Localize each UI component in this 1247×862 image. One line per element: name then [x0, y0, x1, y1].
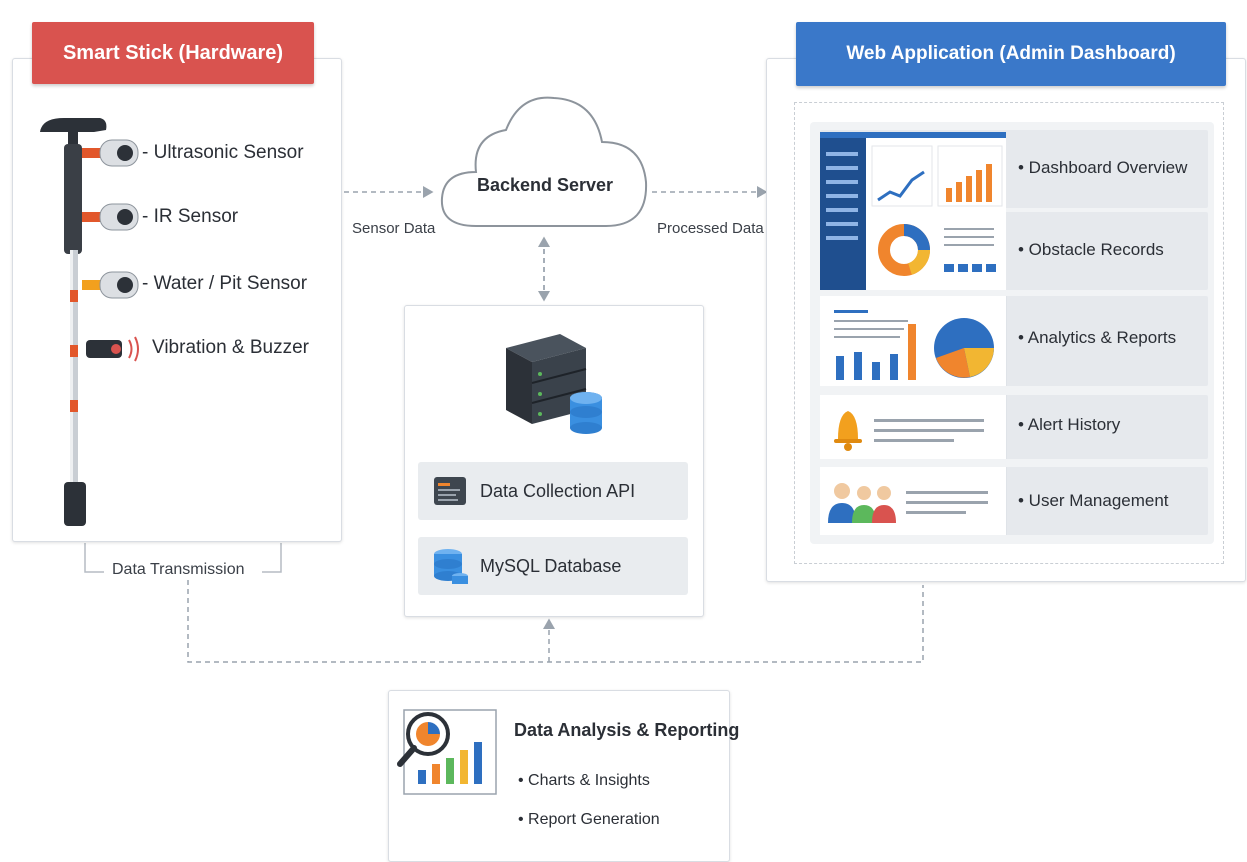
smart-stick-illustration	[40, 118, 139, 526]
api-terminal-icon	[434, 477, 466, 505]
web-app-dashed-frame	[794, 102, 1224, 564]
alert-bell-thumbnail	[834, 411, 984, 451]
users-icon	[828, 483, 896, 523]
data-collection-api-row: Data Collection API	[418, 462, 688, 520]
analytics-reports-label: • Analytics & Reports	[1018, 328, 1177, 347]
analysis-report-icon	[397, 709, 497, 795]
data-collection-api-label: Data Collection API	[480, 480, 636, 501]
sensor-label-vibration-buzzer: Vibration & Buzzer	[152, 337, 310, 358]
bottom-loop-line	[187, 580, 924, 663]
users-thumbnail	[828, 483, 988, 523]
dashboard-overview-thumbnail	[820, 132, 1006, 290]
server-rack-icon	[506, 334, 602, 434]
cloud-icon	[440, 96, 648, 227]
water-pit-sensor-icon	[82, 271, 139, 299]
bell-icon	[834, 411, 862, 451]
sensor-label-ultrasonic: - Ultrasonic Sensor	[142, 142, 304, 163]
mysql-database-icon	[434, 549, 468, 584]
hardware-panel	[12, 58, 342, 542]
sensor-data-label: Sensor Data	[352, 220, 436, 237]
pie-chart-icon	[934, 318, 994, 378]
database-icon	[570, 392, 602, 434]
sensor-label-ir: - IR Sensor	[142, 206, 239, 227]
hardware-title: Smart Stick (Hardware)	[32, 22, 314, 84]
mysql-database-row: MySQL Database	[418, 537, 688, 595]
data-transmission-label: Data Transmission	[112, 561, 245, 578]
backend-server-title: Backend Server	[476, 175, 614, 195]
analysis-bullet-report: • Report Generation	[518, 811, 660, 828]
magnifier-icon	[397, 712, 450, 767]
web-app-title: Web Application (Admin Dashboard)	[796, 22, 1226, 86]
ultrasonic-sensor-icon	[82, 139, 139, 167]
user-management-label: • User Management	[1018, 491, 1169, 510]
vibration-buzzer-icon	[86, 336, 139, 362]
analytics-thumbnail	[834, 310, 994, 380]
sensor-label-water-pit: - Water / Pit Sensor	[142, 273, 308, 294]
mysql-database-label: MySQL Database	[480, 555, 622, 576]
dashboard-overview-label: • Dashboard Overview	[1018, 158, 1188, 177]
ir-sensor-icon	[82, 203, 139, 231]
alert-history-label: • Alert History	[1018, 415, 1121, 434]
transmission-bracket	[84, 543, 104, 573]
donut-chart-icon	[878, 224, 930, 276]
analysis-title: Data Analysis & Reporting	[514, 720, 740, 740]
processed-data-label: Processed Data	[657, 220, 764, 237]
obstacle-records-label: • Obstacle Records	[1018, 240, 1164, 259]
analysis-bullet-charts: • Charts & Insights	[518, 772, 650, 789]
